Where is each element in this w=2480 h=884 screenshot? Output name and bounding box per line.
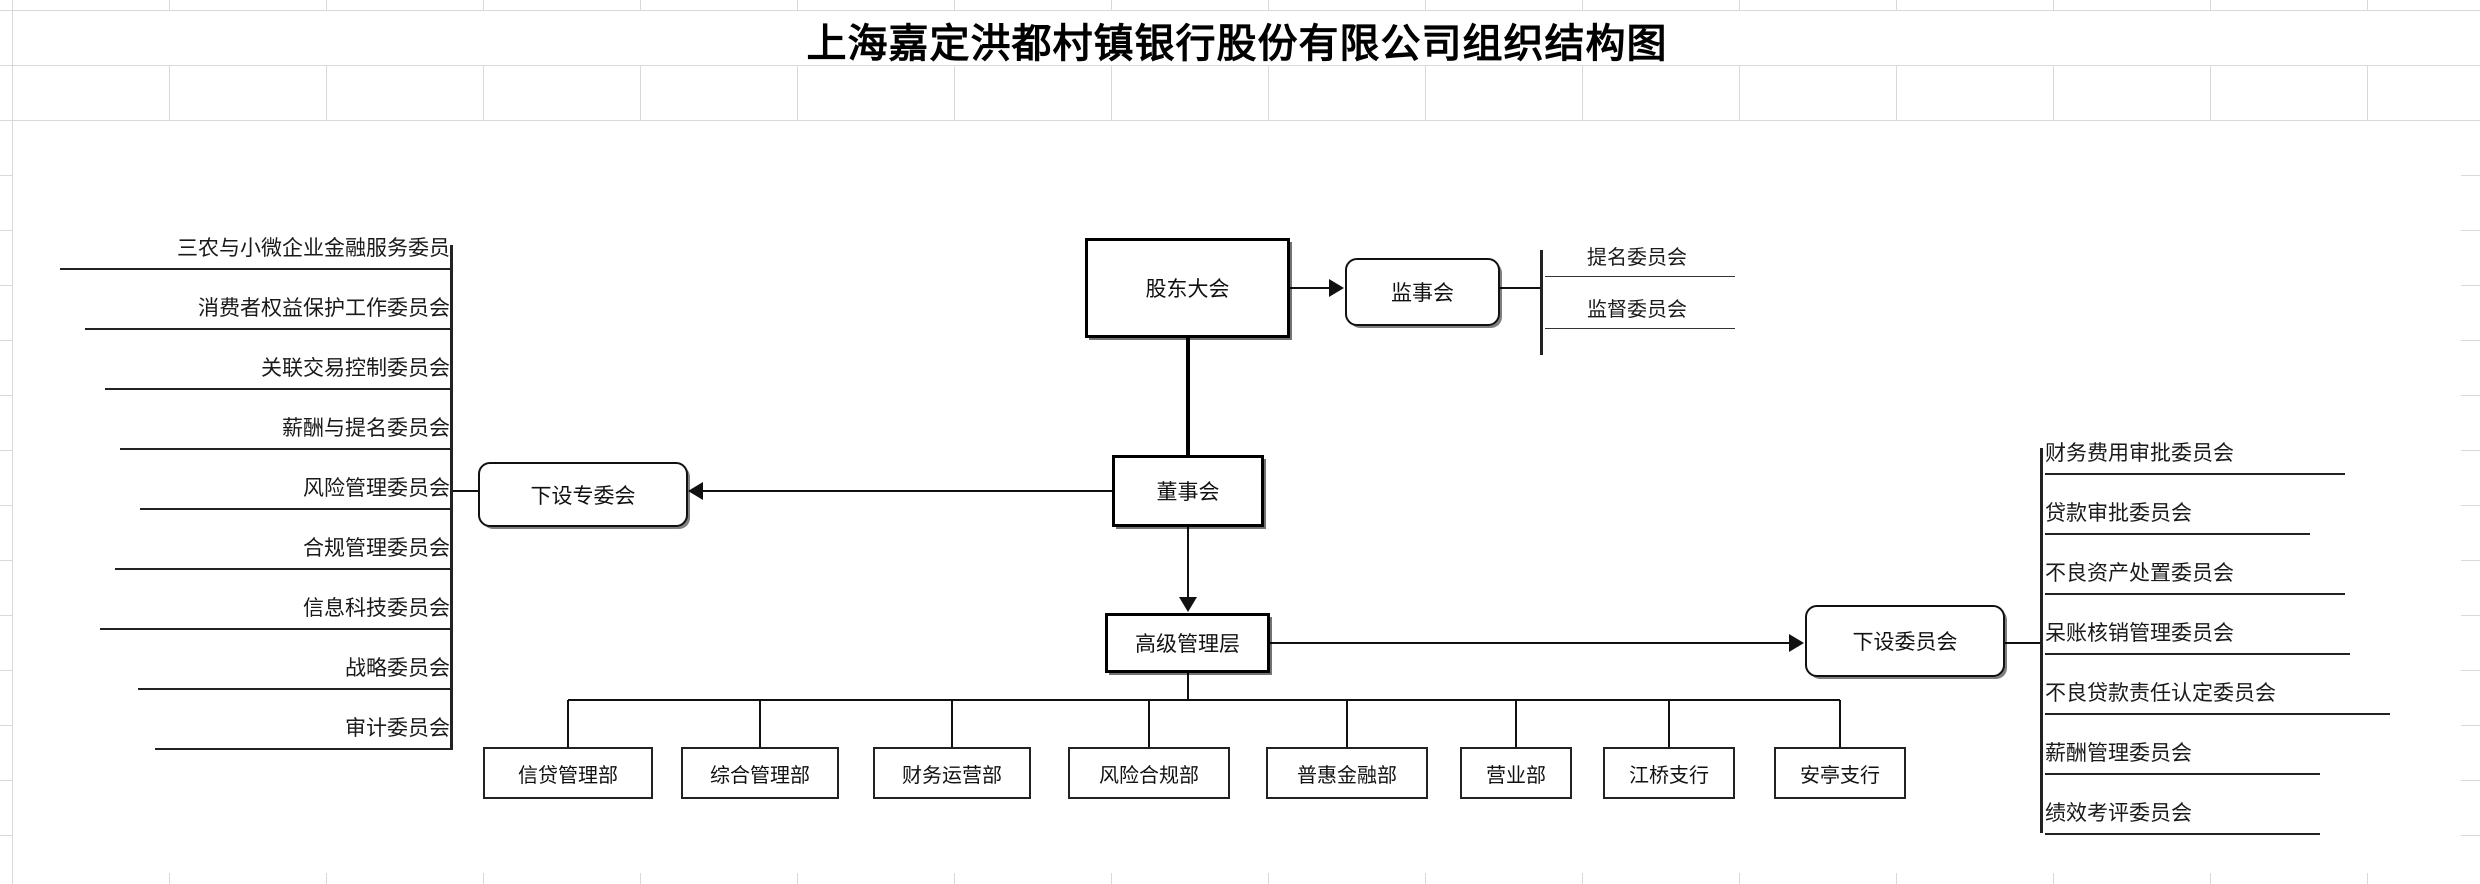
department-box[interactable]: 安亭支行 xyxy=(1774,747,1906,799)
connector-line xyxy=(567,700,569,747)
supervisor-committee-list-spine xyxy=(1540,250,1543,355)
management-committee-list: 财务费用审批委员会贷款审批委员会不良资产处置委员会呆账核销管理委员会不良贷款责任… xyxy=(2045,415,2415,835)
connector-line xyxy=(951,700,953,747)
committee-item[interactable]: 不良资产处置委员会 xyxy=(2045,535,2345,595)
connector-line xyxy=(1839,700,1841,747)
connector-line xyxy=(568,699,1840,701)
connector-line xyxy=(1186,673,1189,700)
committee-item[interactable]: 不良贷款责任认定委员会 xyxy=(2045,655,2390,715)
node-board-of-directors[interactable]: 董事会 xyxy=(1112,455,1264,527)
chart-title-band: 上海嘉定洪都村镇银行股份有限公司组织结构图 xyxy=(12,10,2462,70)
node-shareholders-meeting[interactable]: 股东大会 xyxy=(1085,238,1290,338)
department-box[interactable]: 风险合规部 xyxy=(1068,747,1230,799)
connector-line xyxy=(2005,642,2040,644)
committee-item[interactable]: 提名委员会 xyxy=(1545,225,1735,277)
connector-line xyxy=(1668,700,1670,747)
committee-item[interactable]: 财务费用审批委员会 xyxy=(2045,415,2345,475)
connector-line xyxy=(1346,700,1348,747)
department-box[interactable]: 综合管理部 xyxy=(681,747,839,799)
connector-line xyxy=(1500,287,1540,289)
connector-line xyxy=(759,700,761,747)
committee-item[interactable]: 贷款审批委员会 xyxy=(2045,475,2310,535)
committee-item[interactable]: 薪酬管理委员会 xyxy=(2045,715,2320,775)
committee-item[interactable]: 监督委员会 xyxy=(1545,277,1735,329)
committee-item[interactable]: 审计委员会 xyxy=(155,690,450,750)
connector-line xyxy=(1185,338,1190,455)
management-committee-list-spine xyxy=(2040,448,2043,833)
committee-item[interactable]: 信息科技委员会 xyxy=(100,570,450,630)
committee-item[interactable]: 合规管理委员会 xyxy=(115,510,450,570)
connector-line xyxy=(702,490,1112,492)
arrow-head-right xyxy=(1789,634,1804,652)
committee-item[interactable]: 关联交易控制委员会 xyxy=(105,330,450,390)
committee-item[interactable]: 三农与小微企业金融服务委员 xyxy=(60,210,450,270)
connector-line xyxy=(1187,527,1189,599)
arrow-head-right xyxy=(1329,279,1344,297)
connector-line xyxy=(1515,700,1517,747)
department-box[interactable]: 营业部 xyxy=(1460,747,1572,799)
department-box[interactable]: 普惠金融部 xyxy=(1266,747,1428,799)
node-board-of-supervisors[interactable]: 监事会 xyxy=(1345,258,1500,326)
arrow-head-down xyxy=(1179,597,1197,612)
connector-line xyxy=(1270,642,1791,644)
arrow-head-left xyxy=(688,482,703,500)
committee-item[interactable]: 薪酬与提名委员会 xyxy=(120,390,450,450)
department-box[interactable]: 信贷管理部 xyxy=(483,747,653,799)
committee-item[interactable]: 绩效考评委员会 xyxy=(2045,775,2320,835)
committee-item[interactable]: 战略委员会 xyxy=(138,630,450,690)
connector-line xyxy=(1290,287,1331,289)
page-title: 上海嘉定洪都村镇银行股份有限公司组织结构图 xyxy=(806,21,1668,66)
connector-line xyxy=(450,490,478,492)
committee-item[interactable]: 消费者权益保护工作委员会 xyxy=(85,270,450,330)
supervisor-committee-list: 提名委员会监督委员会 xyxy=(1545,225,1740,329)
committee-item[interactable]: 呆账核销管理委员会 xyxy=(2045,595,2350,655)
board-committee-list: 三农与小微企业金融服务委员消费者权益保护工作委员会关联交易控制委员会薪酬与提名委… xyxy=(60,210,450,750)
node-senior-management[interactable]: 高级管理层 xyxy=(1105,613,1270,673)
node-management-committees[interactable]: 下设委员会 xyxy=(1805,605,2005,677)
committee-item[interactable]: 风险管理委员会 xyxy=(140,450,450,510)
department-box[interactable]: 江桥支行 xyxy=(1603,747,1735,799)
board-committee-list-spine xyxy=(450,245,453,750)
connector-line xyxy=(1148,700,1150,747)
department-box[interactable]: 财务运营部 xyxy=(873,747,1031,799)
node-board-special-committees[interactable]: 下设专委会 xyxy=(478,462,688,527)
